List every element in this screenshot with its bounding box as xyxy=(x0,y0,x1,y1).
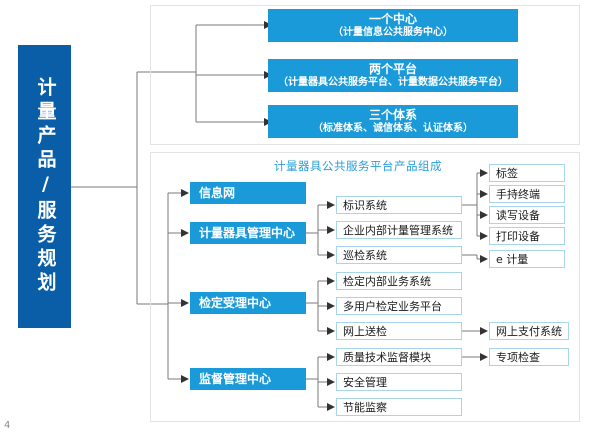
top-box-center-title: 一个中心 xyxy=(368,11,417,26)
module-box[interactable]: 网上送检 xyxy=(336,322,462,340)
category-label: 监督管理中心 xyxy=(199,371,272,386)
category-label: 计量器具管理中心 xyxy=(199,225,296,240)
module-box[interactable]: 节能监察 xyxy=(336,398,462,416)
module-box[interactable]: 巡检系统 xyxy=(336,246,462,264)
module-box[interactable]: 多用户检定业务平台 xyxy=(336,297,462,315)
top-section-panel xyxy=(150,5,580,145)
main-banner: 计量产品/服务规划 xyxy=(18,45,71,328)
page-number: 4 xyxy=(4,420,11,431)
module-box[interactable]: 检定内部业务系统 xyxy=(336,272,462,290)
module-box[interactable]: 企业内部计量管理系统 xyxy=(336,221,462,239)
leaf-box[interactable]: 网上支付系统 xyxy=(489,322,569,340)
leaf-box[interactable]: e 计量 xyxy=(489,250,565,268)
category-box-information-network[interactable]: 信息网 xyxy=(190,182,306,204)
leaf-box[interactable]: 打印设备 xyxy=(489,227,565,245)
top-box-platforms-title: 两个平台 xyxy=(368,61,417,76)
top-box-systems[interactable]: 三个体系 （标准体系、诚信体系、认证体系） xyxy=(268,105,518,138)
module-box[interactable]: 安全管理 xyxy=(336,373,462,391)
top-box-systems-title: 三个体系 xyxy=(368,107,417,122)
category-box-supervision-management-center[interactable]: 监督管理中心 xyxy=(190,368,306,390)
leaf-box[interactable]: 读写设备 xyxy=(489,206,565,224)
module-box[interactable]: 质量技术监督模块 xyxy=(336,348,462,366)
top-box-platforms-subtitle: （计量器具公共服务平台、计量数据公共服务平台） xyxy=(278,76,508,88)
category-box-instrument-management-center[interactable]: 计量器具管理中心 xyxy=(190,222,306,244)
category-box-verification-acceptance-center[interactable]: 检定受理中心 xyxy=(190,292,306,314)
leaf-box[interactable]: 专项检查 xyxy=(489,348,569,366)
top-box-systems-subtitle: （标准体系、诚信体系、认证体系） xyxy=(313,122,473,134)
top-box-center-subtitle: （计量信息公共服务中心） xyxy=(333,26,453,38)
leaf-box[interactable]: 手持终端 xyxy=(489,185,565,203)
top-box-platforms[interactable]: 两个平台 （计量器具公共服务平台、计量数据公共服务平台） xyxy=(268,59,518,92)
category-label: 信息网 xyxy=(199,185,236,200)
bottom-section-panel xyxy=(150,152,580,422)
leaf-box[interactable]: 标签 xyxy=(489,164,565,182)
main-banner-label: 计量产品/服务规划 xyxy=(34,77,57,296)
bottom-section-title: 计量器具公共服务平台产品组成 xyxy=(274,159,442,173)
category-label: 检定受理中心 xyxy=(199,295,272,310)
top-box-center[interactable]: 一个中心 （计量信息公共服务中心） xyxy=(268,9,518,42)
module-box[interactable]: 标识系统 xyxy=(336,196,462,214)
